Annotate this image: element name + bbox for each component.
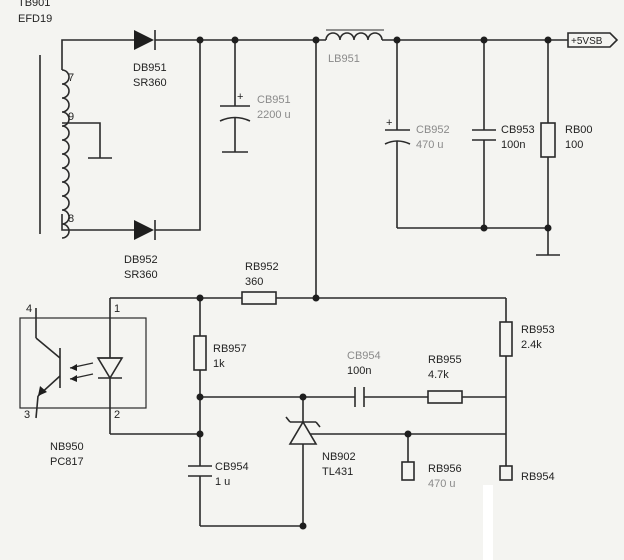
db952-ref: DB952 [124, 254, 158, 266]
rb955-value: 4.7k [428, 369, 449, 381]
rb955-ref: RB955 [428, 354, 462, 366]
transformer-tb901: TB901 EFD19 7 9 8 [18, 0, 74, 239]
opto-pin-3: 3 [24, 409, 30, 421]
capacitor-cb954-100n: CB954 100n [347, 350, 381, 407]
pin-9-label: 9 [68, 111, 74, 123]
cb954a-value: 100n [347, 365, 371, 377]
cb951-value: 2200 u [257, 109, 291, 121]
output-flag: +5VSB [567, 32, 619, 48]
transformer-ref: TB901 [18, 0, 50, 9]
diode-db952: DB952 SR360 [124, 220, 158, 281]
wire-pin8 [61, 214, 134, 231]
rb00-ref: RB00 [565, 124, 593, 136]
resistor-rb954: RB954 [499, 465, 555, 483]
junction-dots [196, 36, 552, 530]
resistor-rb00: RB00 100 [536, 40, 593, 256]
resistor-rb956: RB956 470 u [401, 434, 462, 490]
resistor-rb953: RB953 2.4k [499, 298, 555, 466]
rb957-value: 1k [213, 358, 225, 370]
resistor-rb955: RB955 4.7k [427, 354, 463, 404]
svg-text:+: + [386, 117, 392, 129]
tl431-part: TL431 [322, 466, 353, 478]
inductor-lb951: LB951 [325, 29, 384, 65]
opto-pin-2: 2 [114, 409, 120, 421]
rb952-value: 360 [245, 276, 263, 288]
opto-part: PC817 [50, 456, 84, 468]
secondary-winding [61, 69, 70, 239]
cb954b-ref: CB954 [215, 461, 249, 473]
db951-part: SR360 [133, 77, 167, 89]
svg-text:+: + [237, 91, 243, 103]
rb956-value: 470 u [428, 478, 456, 490]
capacitor-cb953: CB953 100n [472, 40, 535, 228]
capacitor-cb954-1u: CB954 1 u [188, 434, 249, 526]
rb956-ref: RB956 [428, 463, 462, 475]
wire-db952-to-rail [155, 40, 201, 231]
output-label: +5VSB [571, 36, 603, 47]
db952-part: SR360 [124, 269, 158, 281]
rb954-ref: RB954 [521, 471, 555, 483]
cb953-ref: CB953 [501, 124, 535, 136]
resistor-rb957: RB957 1k [193, 298, 247, 434]
cb951-ref: CB951 [257, 94, 291, 106]
rb953-value: 2.4k [521, 339, 542, 351]
opto-pin-4: 4 [26, 303, 32, 315]
pin-8-label: 8 [68, 213, 74, 225]
transformer-type: EFD19 [18, 13, 52, 25]
rb953-ref: RB953 [521, 324, 555, 336]
capacitor-cb951: + CB951 2200 u [219, 40, 291, 153]
pin-7-label: 7 [68, 72, 74, 84]
rb952-ref: RB952 [245, 261, 279, 273]
cb952-ref: CB952 [416, 124, 450, 136]
cb952-value: 470 u [416, 139, 444, 151]
resistor-rb952: RB952 360 [241, 261, 279, 305]
wire-center-tap [62, 122, 101, 158]
diode-db951: DB951 SR360 [133, 30, 167, 89]
lb951-ref: LB951 [328, 53, 360, 65]
wire-pin7 [61, 39, 134, 70]
opto-ref: NB950 [50, 441, 84, 453]
rb00-value: 100 [565, 139, 583, 151]
tl431-ref: NB902 [322, 451, 356, 463]
capacitor-cb952: + CB952 470 u [384, 40, 450, 228]
opto-pin-1: 1 [114, 303, 120, 315]
rb957-ref: RB957 [213, 343, 247, 355]
cb954a-ref: CB954 [347, 350, 381, 362]
db951-ref: DB951 [133, 62, 167, 74]
cb954b-value: 1 u [215, 476, 230, 488]
cb953-value: 100n [501, 139, 525, 151]
optocoupler-nb950: 4 1 3 2 NB950 PC817 [19, 298, 147, 468]
regulator-nb902: NB902 TL431 [285, 397, 506, 526]
